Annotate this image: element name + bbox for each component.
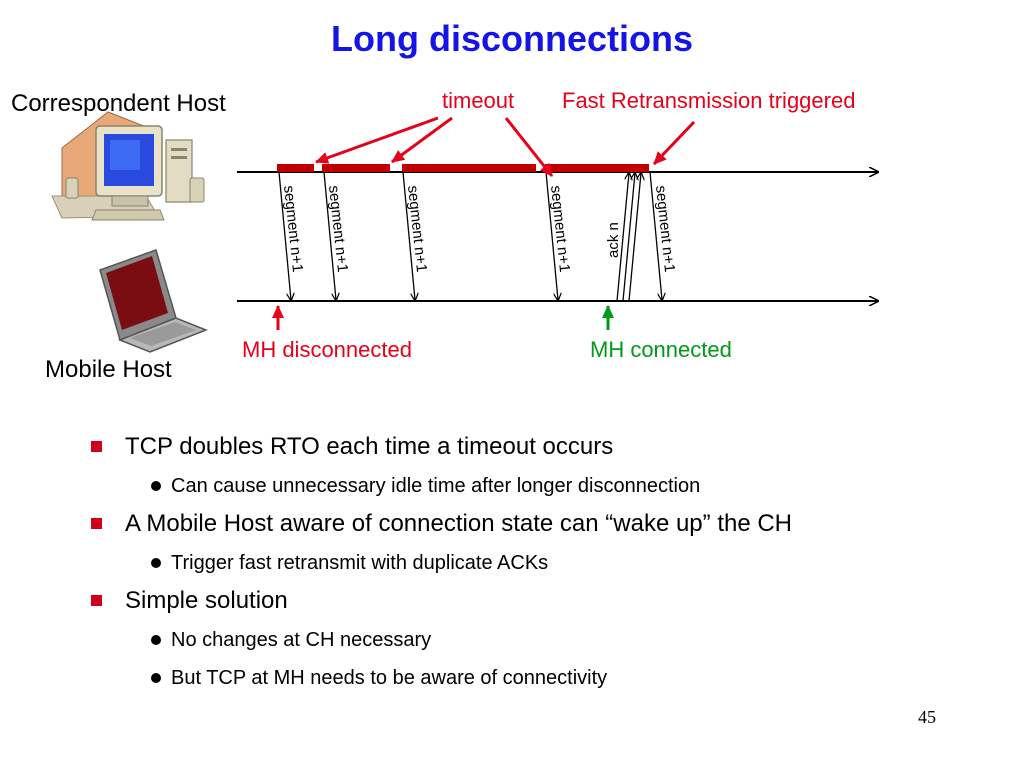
bullet-item: TCP doubles RTO each time a timeout occu… [88,432,988,471]
ack-arrow [622,173,635,302]
sub-bullet-item: Trigger fast retransmit with duplicate A… [88,548,988,586]
timer-bar [402,164,536,172]
timer-bars [277,164,649,172]
desktop-computer-icon [51,111,205,221]
ack-label: ack n [605,222,622,258]
fast-retransmission-label: Fast Retransmission triggered [562,88,856,113]
bullet-text: TCP doubles RTO each time a timeout occu… [125,433,614,460]
ack-arrow [616,173,629,302]
sub-bullet-text: Trigger fast retransmit with duplicate A… [171,552,549,574]
mobile-host-label: Mobile Host [45,356,172,383]
bullet-text: Simple solution [125,587,288,614]
correspondent-host-label: Correspondent Host [11,90,226,117]
sub-bullet-text: Can cause unnecessary idle time after lo… [171,475,701,497]
timeout-pointer-arrow [391,116,453,164]
dot-bullet-icon [151,673,161,683]
timeout-pointer-arrow [504,117,554,177]
segment-arrow [402,171,415,300]
square-bullet-icon [91,518,102,529]
sub-bullet-item: But TCP at MH needs to be aware of conne… [88,663,988,701]
fast-retransmission-pointer-arrow [652,120,696,166]
bullet-list: TCP doubles RTO each time a timeout occu… [88,432,988,701]
mh-connected-label: MH connected [590,337,732,362]
dot-bullet-icon [151,558,161,568]
sub-bullet-item: Can cause unnecessary idle time after lo… [88,471,988,509]
sub-bullet-text: No changes at CH necessary [171,629,432,651]
square-bullet-icon [91,595,102,606]
dot-bullet-icon [151,635,161,645]
timeout-pointer-arrow [315,116,439,164]
segment-arrow [649,171,662,300]
square-bullet-icon [91,441,102,452]
bullet-item: Simple solution [88,586,988,625]
segment-arrow [545,171,558,300]
bullet-text: A Mobile Host aware of connection state … [125,510,793,537]
segment-arrow [278,171,291,300]
sub-bullet-item: No changes at CH necessary [88,625,988,663]
segment-arrow [323,171,336,300]
dot-bullet-icon [151,481,161,491]
mh-disconnected-label: MH disconnected [242,337,412,362]
slide-title: Long disconnections [330,18,693,59]
bullet-item: A Mobile Host aware of connection state … [88,509,988,548]
page-number: 45 [918,707,936,727]
timer-bar [545,164,649,172]
timer-bar [277,164,314,172]
timer-bar [322,164,390,172]
sub-bullet-text: But TCP at MH needs to be aware of conne… [171,667,608,689]
timeout-label: timeout [442,88,515,113]
ack-arrow [628,173,641,302]
laptop-icon [99,249,209,353]
